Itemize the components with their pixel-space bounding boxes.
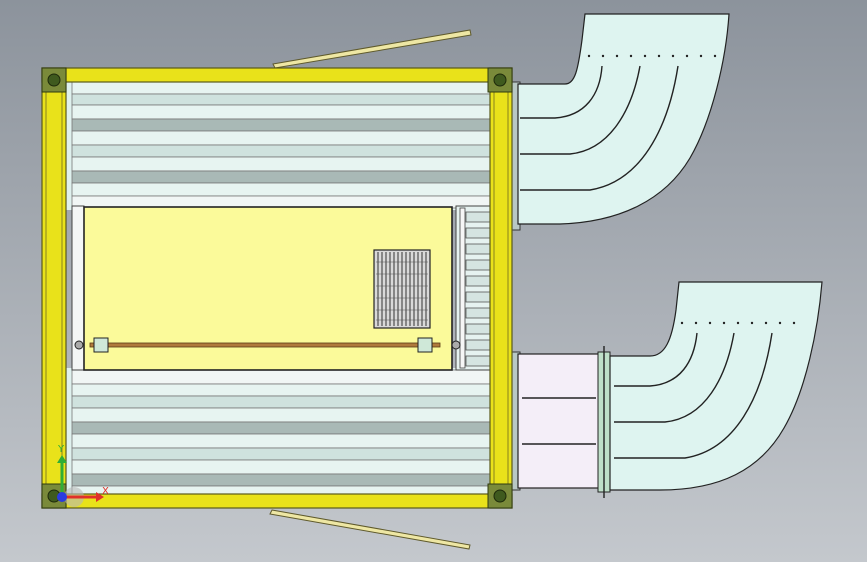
triad-y-label: Y: [57, 444, 65, 455]
duct-upper-vanes: [520, 65, 679, 191]
corner-block-top-left[interactable]: [41, 67, 67, 93]
housing-slats-bottom: [66, 368, 511, 498]
rod-bracket-left: [93, 337, 109, 353]
duct-elbow-upper[interactable]: [509, 13, 730, 231]
coordinate-triad-icon[interactable]: X Y: [57, 444, 109, 507]
corner-block-bottom-right[interactable]: [487, 483, 513, 509]
duct-lower-rivets: [680, 321, 796, 325]
frame-beam-right[interactable]: [489, 67, 513, 509]
door-hinge-right: [451, 340, 461, 350]
duct-upper-rivets: [587, 54, 717, 58]
duct-elbow-lower[interactable]: [609, 281, 823, 491]
door-handle-rod[interactable]: [74, 337, 461, 353]
frame-beam-top[interactable]: [41, 67, 513, 83]
frame-beam-inner-lines: [45, 86, 509, 490]
triad-x-label: X: [102, 486, 109, 497]
door-hinge-left: [74, 340, 84, 350]
duct-straight-lower[interactable]: [509, 346, 611, 498]
housing-slats-top: [66, 78, 511, 210]
vent-grille[interactable]: [373, 249, 431, 329]
rod-bracket-right: [417, 337, 433, 353]
corner-block-top-right[interactable]: [487, 67, 513, 93]
diagonal-rod-top[interactable]: [272, 29, 472, 69]
frame-beam-bottom[interactable]: [41, 493, 513, 509]
diagonal-rod-bottom[interactable]: [269, 509, 471, 550]
duct-lower-vanes: [614, 332, 773, 459]
